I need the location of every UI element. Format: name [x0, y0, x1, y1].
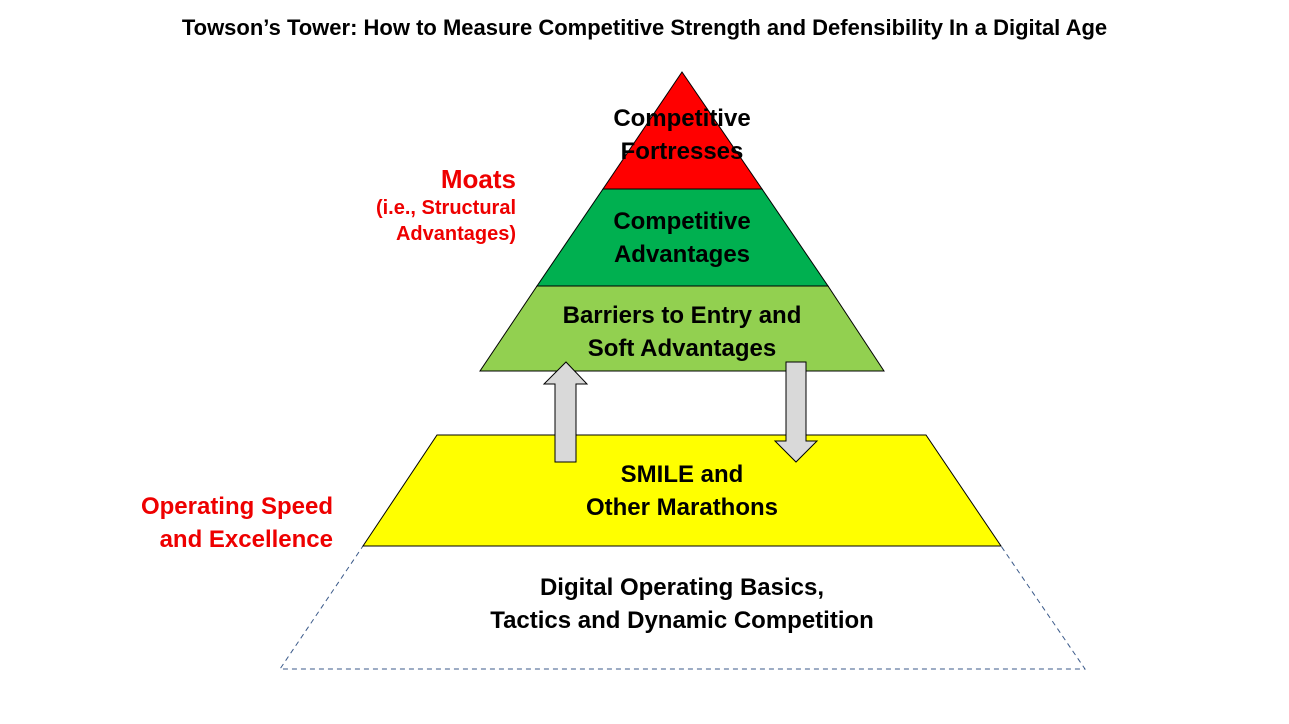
label-competitive-advantages: Competitive Advantages: [552, 205, 812, 271]
operating-line: and Excellence: [159, 526, 333, 553]
label-line: Digital Operating Basics,: [539, 574, 825, 601]
page-title: Towson’s Tower: How to Measure Competiti…: [181, 15, 1108, 40]
operating-line: Operating Speed: [140, 493, 333, 520]
moats-label: Moats (i.e., Structural Advantages): [300, 163, 516, 247]
operating-speed-label: Operating Speed and Excellence: [60, 490, 333, 556]
label-line: Tactics and Dynamic Competition: [490, 607, 874, 634]
label-barriers-to-entry: Barriers to Entry and Soft Advantages: [502, 299, 862, 365]
label-line: Competitive: [613, 105, 751, 132]
moats-heading: Moats: [440, 164, 516, 194]
moats-subtitle-line: (i.e., Structural: [375, 197, 516, 219]
label-line: Other Marathons: [585, 494, 779, 521]
label-digital-operating-basics: Digital Operating Basics, Tactics and Dy…: [432, 571, 932, 637]
moats-subtitle-line: Advantages): [395, 223, 516, 245]
up-arrow-icon: [542, 361, 589, 463]
label-line: Soft Advantages: [587, 335, 777, 362]
label-line: Competitive: [613, 208, 751, 235]
label-line: SMILE and: [620, 461, 744, 488]
layer-competitive-fortresses: [602, 71, 763, 190]
label-line: Fortresses: [620, 138, 744, 165]
down-arrow-icon: [773, 361, 819, 463]
layer-smile-marathons: [362, 434, 1002, 547]
label-competitive-fortresses: Competitive Fortresses: [552, 102, 812, 168]
label-line: Advantages: [613, 241, 751, 268]
label-line: Barriers to Entry and: [562, 302, 802, 329]
label-smile-marathons: SMILE and Other Marathons: [482, 458, 882, 524]
